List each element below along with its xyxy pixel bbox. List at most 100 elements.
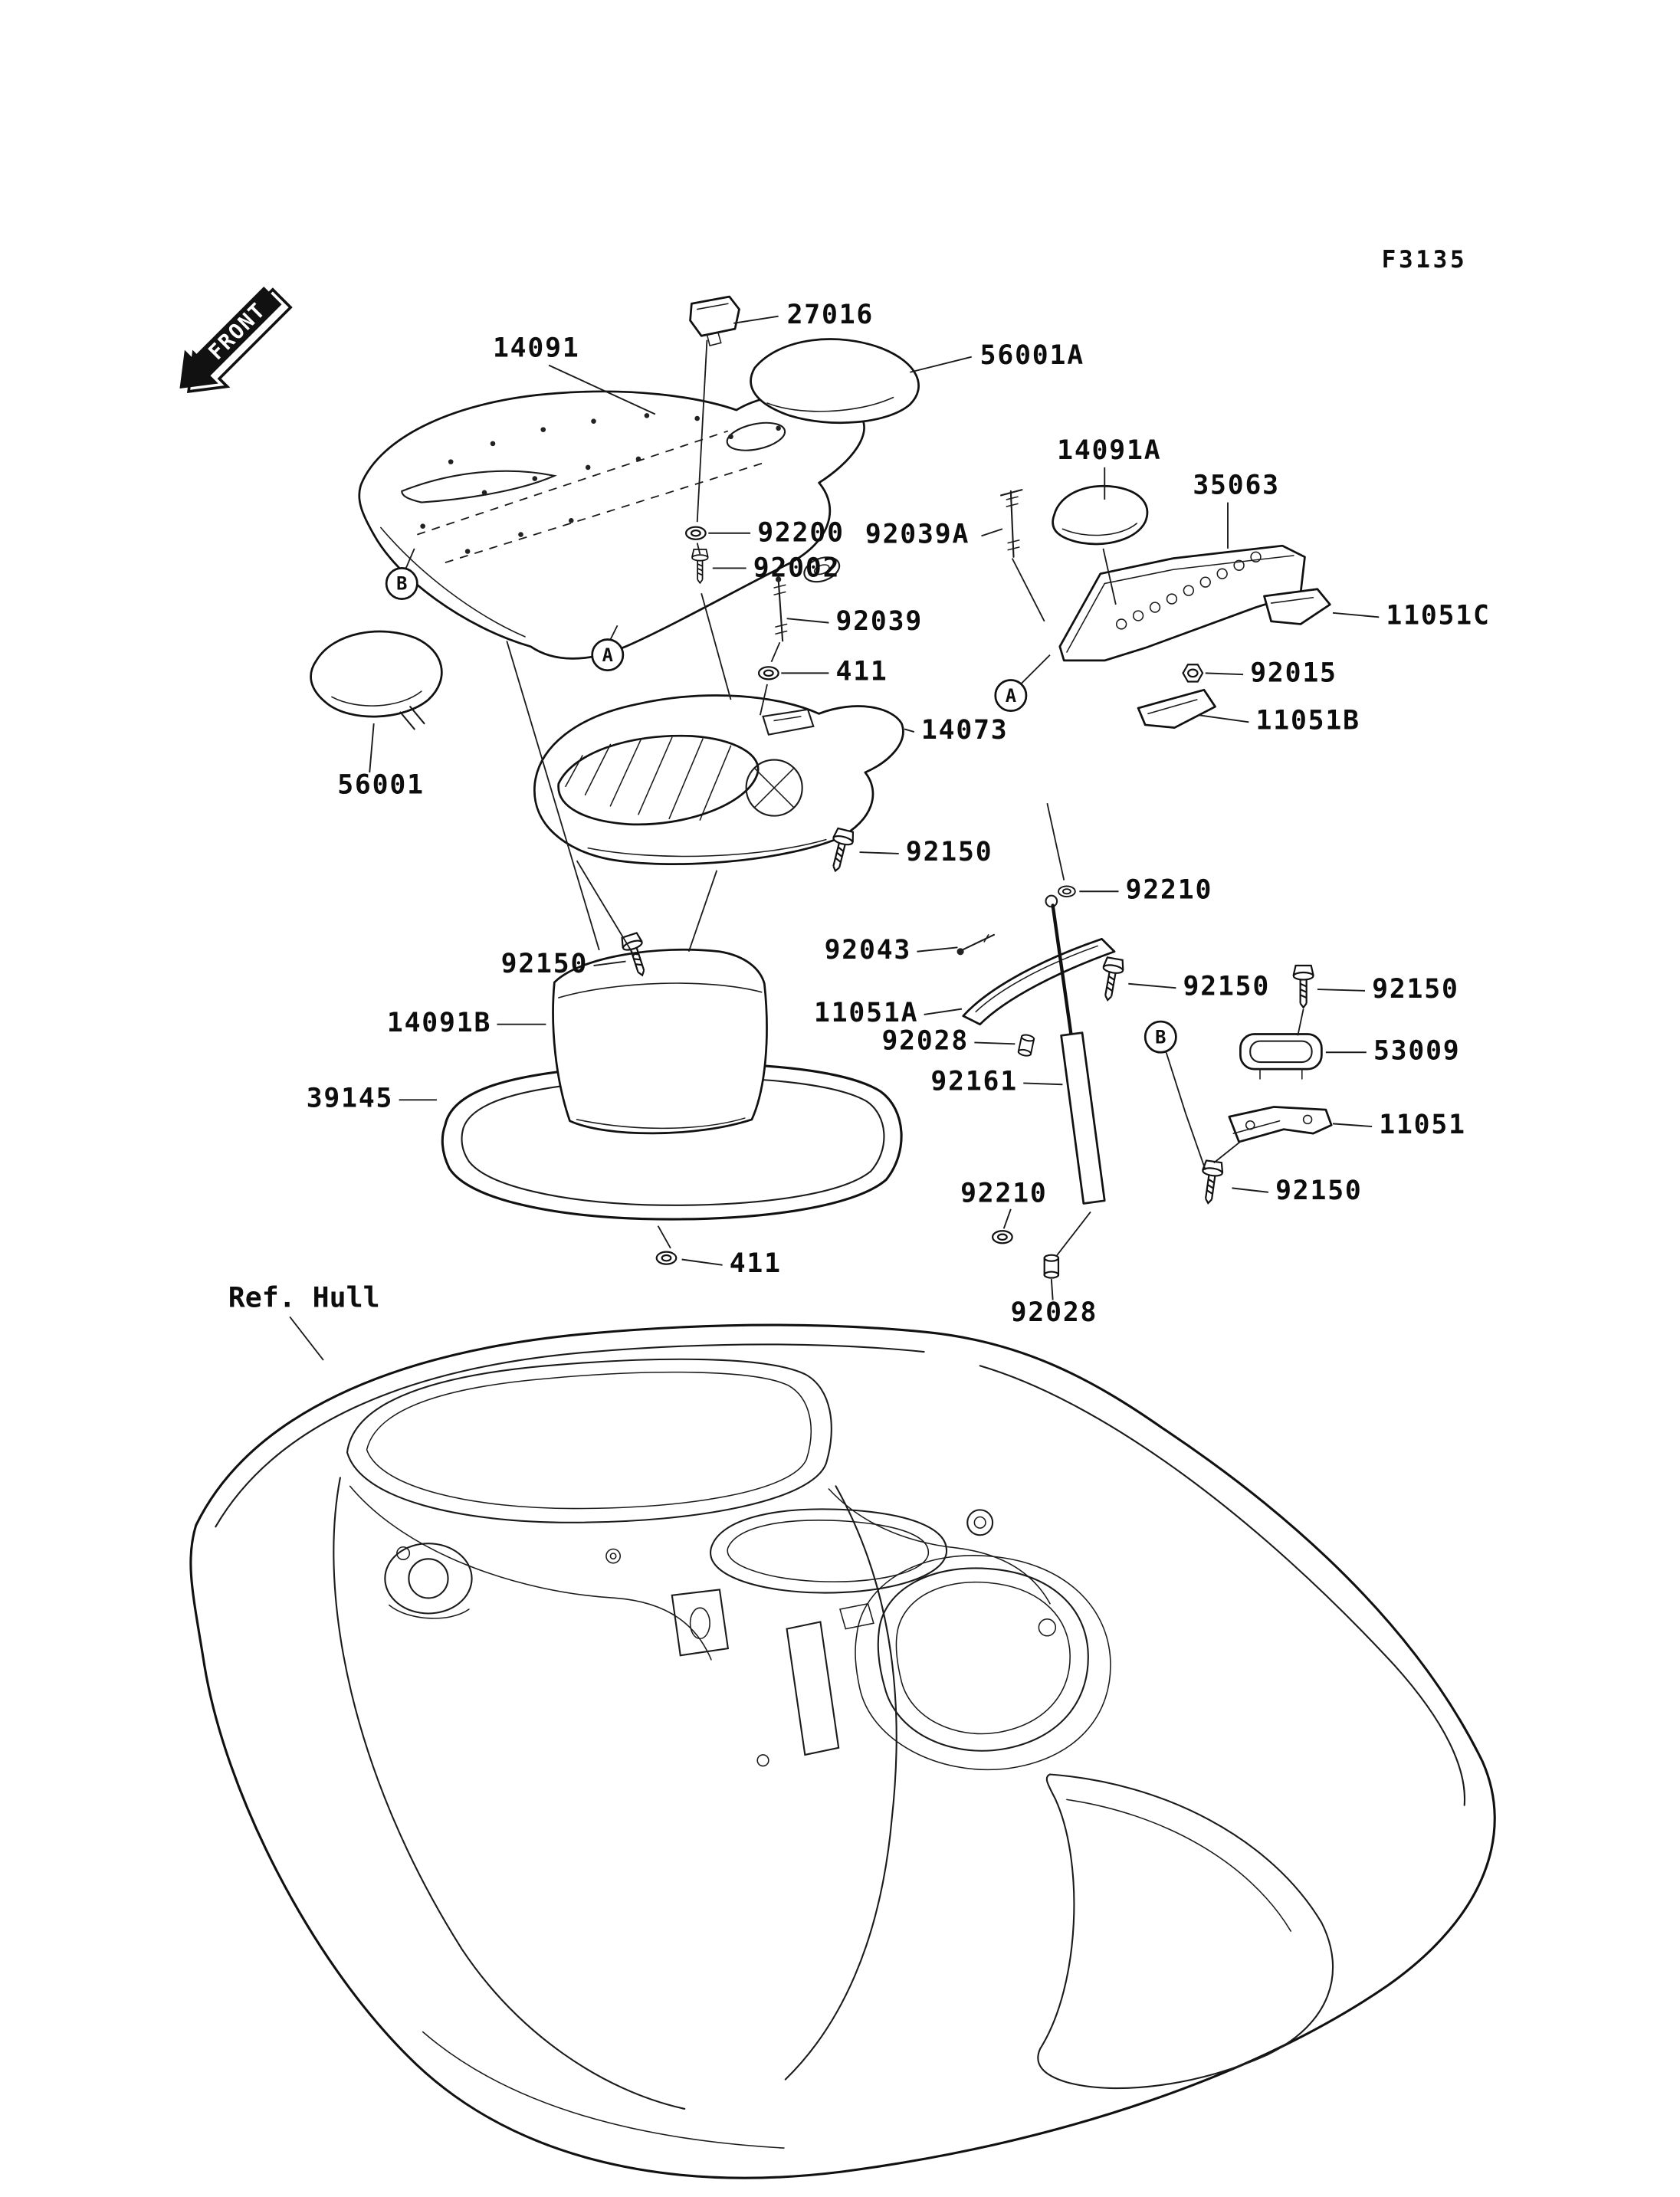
- view-marker-A: [591, 638, 625, 672]
- assembly-line: [759, 684, 768, 716]
- washer-411-bottom: [655, 1251, 678, 1265]
- part-label-92002: 92002: [753, 553, 841, 583]
- leader-lines-layer: [289, 315, 1380, 1361]
- plate-11051: [1228, 1106, 1333, 1143]
- part-label-92210: 92210: [960, 1179, 1048, 1209]
- assembly-line: [770, 641, 781, 663]
- part-label-14091A: 14091A: [1057, 435, 1161, 466]
- leader-line: [981, 528, 1003, 537]
- part-label-92210: 92210: [1126, 874, 1213, 905]
- assembly-line: [1297, 1008, 1304, 1036]
- assembly-line: [576, 860, 635, 956]
- part-label-92150: 92150: [501, 949, 589, 979]
- washer-92210-top: [1058, 885, 1076, 897]
- console-14073: [533, 694, 904, 865]
- part-label-411: 411: [730, 1248, 782, 1279]
- part-label-92015: 92015: [1250, 657, 1337, 688]
- leader-line: [1002, 1208, 1012, 1229]
- part-label-14091B: 14091B: [387, 1008, 491, 1038]
- stud-92039a: [1000, 489, 1023, 558]
- part-label-92150: 92150: [1372, 974, 1459, 1005]
- bushing-92028-bottom: [1043, 1254, 1060, 1279]
- leader-line: [859, 851, 899, 854]
- part-label-53009: 53009: [1373, 1035, 1461, 1066]
- assembly-line: [687, 870, 718, 953]
- assembly-line: [609, 625, 619, 640]
- view-marker-letter: B: [1155, 1026, 1166, 1048]
- part-label-14073: 14073: [921, 715, 1009, 746]
- assembly-line: [1011, 558, 1045, 622]
- nut-92015: [1182, 664, 1204, 683]
- assembly-line: [696, 543, 701, 555]
- view-marker-letter: A: [1006, 685, 1016, 707]
- leader-line: [733, 315, 779, 324]
- assembly-line: [445, 461, 768, 563]
- part-label-92039: 92039: [836, 606, 924, 637]
- view-marker-B: [1144, 1020, 1177, 1054]
- part-label-92200: 92200: [757, 518, 845, 549]
- bolt-92150-3: [1097, 956, 1126, 1003]
- part-label-92150: 92150: [1183, 971, 1271, 1002]
- part-label-92150: 92150: [906, 837, 993, 867]
- part-label-35063: 35063: [1193, 471, 1280, 501]
- figure-code: F3135: [1382, 246, 1468, 274]
- front-arrow-label: FRONT: [204, 298, 271, 365]
- part-label-92028: 92028: [1011, 1297, 1098, 1328]
- leader-line: [1128, 982, 1176, 989]
- leader-line: [1317, 989, 1366, 992]
- part-label-27016: 27016: [787, 300, 874, 330]
- lid-14091b: [552, 948, 768, 1135]
- assembly-line: [696, 339, 708, 523]
- assembly-line: [1165, 1051, 1206, 1170]
- part-label-56001: 56001: [337, 769, 425, 800]
- view-marker-B: [385, 567, 418, 600]
- mirror-56001: [310, 630, 443, 730]
- ref-hull-label: Ref. Hull: [228, 1281, 380, 1314]
- top-cover-14091: [358, 390, 865, 660]
- part-label-11051A: 11051A: [814, 998, 918, 1028]
- washer-411-top: [757, 666, 779, 680]
- leader-line: [910, 356, 972, 373]
- assembly-line: [1019, 654, 1051, 685]
- leader-line: [786, 618, 829, 624]
- mirror-56001a: [750, 338, 920, 425]
- part-label-11051B: 11051B: [1256, 705, 1360, 736]
- assembly-line: [1046, 802, 1065, 880]
- leader-line: [917, 946, 958, 953]
- leader-line: [1023, 1082, 1063, 1086]
- part-label-11051C: 11051C: [1386, 600, 1490, 631]
- view-marker-letter: B: [396, 573, 407, 595]
- leader-line: [1232, 1187, 1269, 1193]
- assembly-line: [289, 1316, 324, 1361]
- part-label-14091: 14091: [493, 333, 580, 364]
- leader-line: [1332, 1123, 1373, 1127]
- part-label-92043: 92043: [825, 935, 912, 966]
- washer-92200: [684, 526, 707, 540]
- part-label-411: 411: [836, 656, 888, 687]
- bracket-11051c: [1263, 588, 1331, 625]
- part-label-92150: 92150: [1275, 1176, 1363, 1206]
- bushing-92028-top: [1017, 1033, 1035, 1058]
- bracket-11051a: [962, 937, 1116, 1026]
- leader-line: [593, 960, 626, 966]
- leader-line: [681, 1258, 723, 1266]
- part-label-56001A: 56001A: [980, 340, 1084, 371]
- washer-92210-bottom: [992, 1230, 1013, 1244]
- pad-14091a: [1052, 485, 1149, 546]
- latch-27016: [689, 295, 740, 346]
- part-label-11051: 11051: [1379, 1110, 1466, 1140]
- assembly-line: [506, 641, 600, 951]
- part-label-92039A: 92039A: [865, 520, 970, 550]
- assembly-line: [1213, 1139, 1242, 1164]
- gas-strut-92161: [1045, 894, 1106, 1205]
- assembly-line: [701, 593, 732, 700]
- cover-screw-dots: [420, 413, 781, 554]
- assembly-line: [1102, 548, 1117, 605]
- bracket-11051b: [1137, 688, 1216, 729]
- pin-92043: [956, 933, 995, 956]
- leader-line: [1332, 612, 1380, 618]
- bolt-92150-5: [1197, 1159, 1225, 1205]
